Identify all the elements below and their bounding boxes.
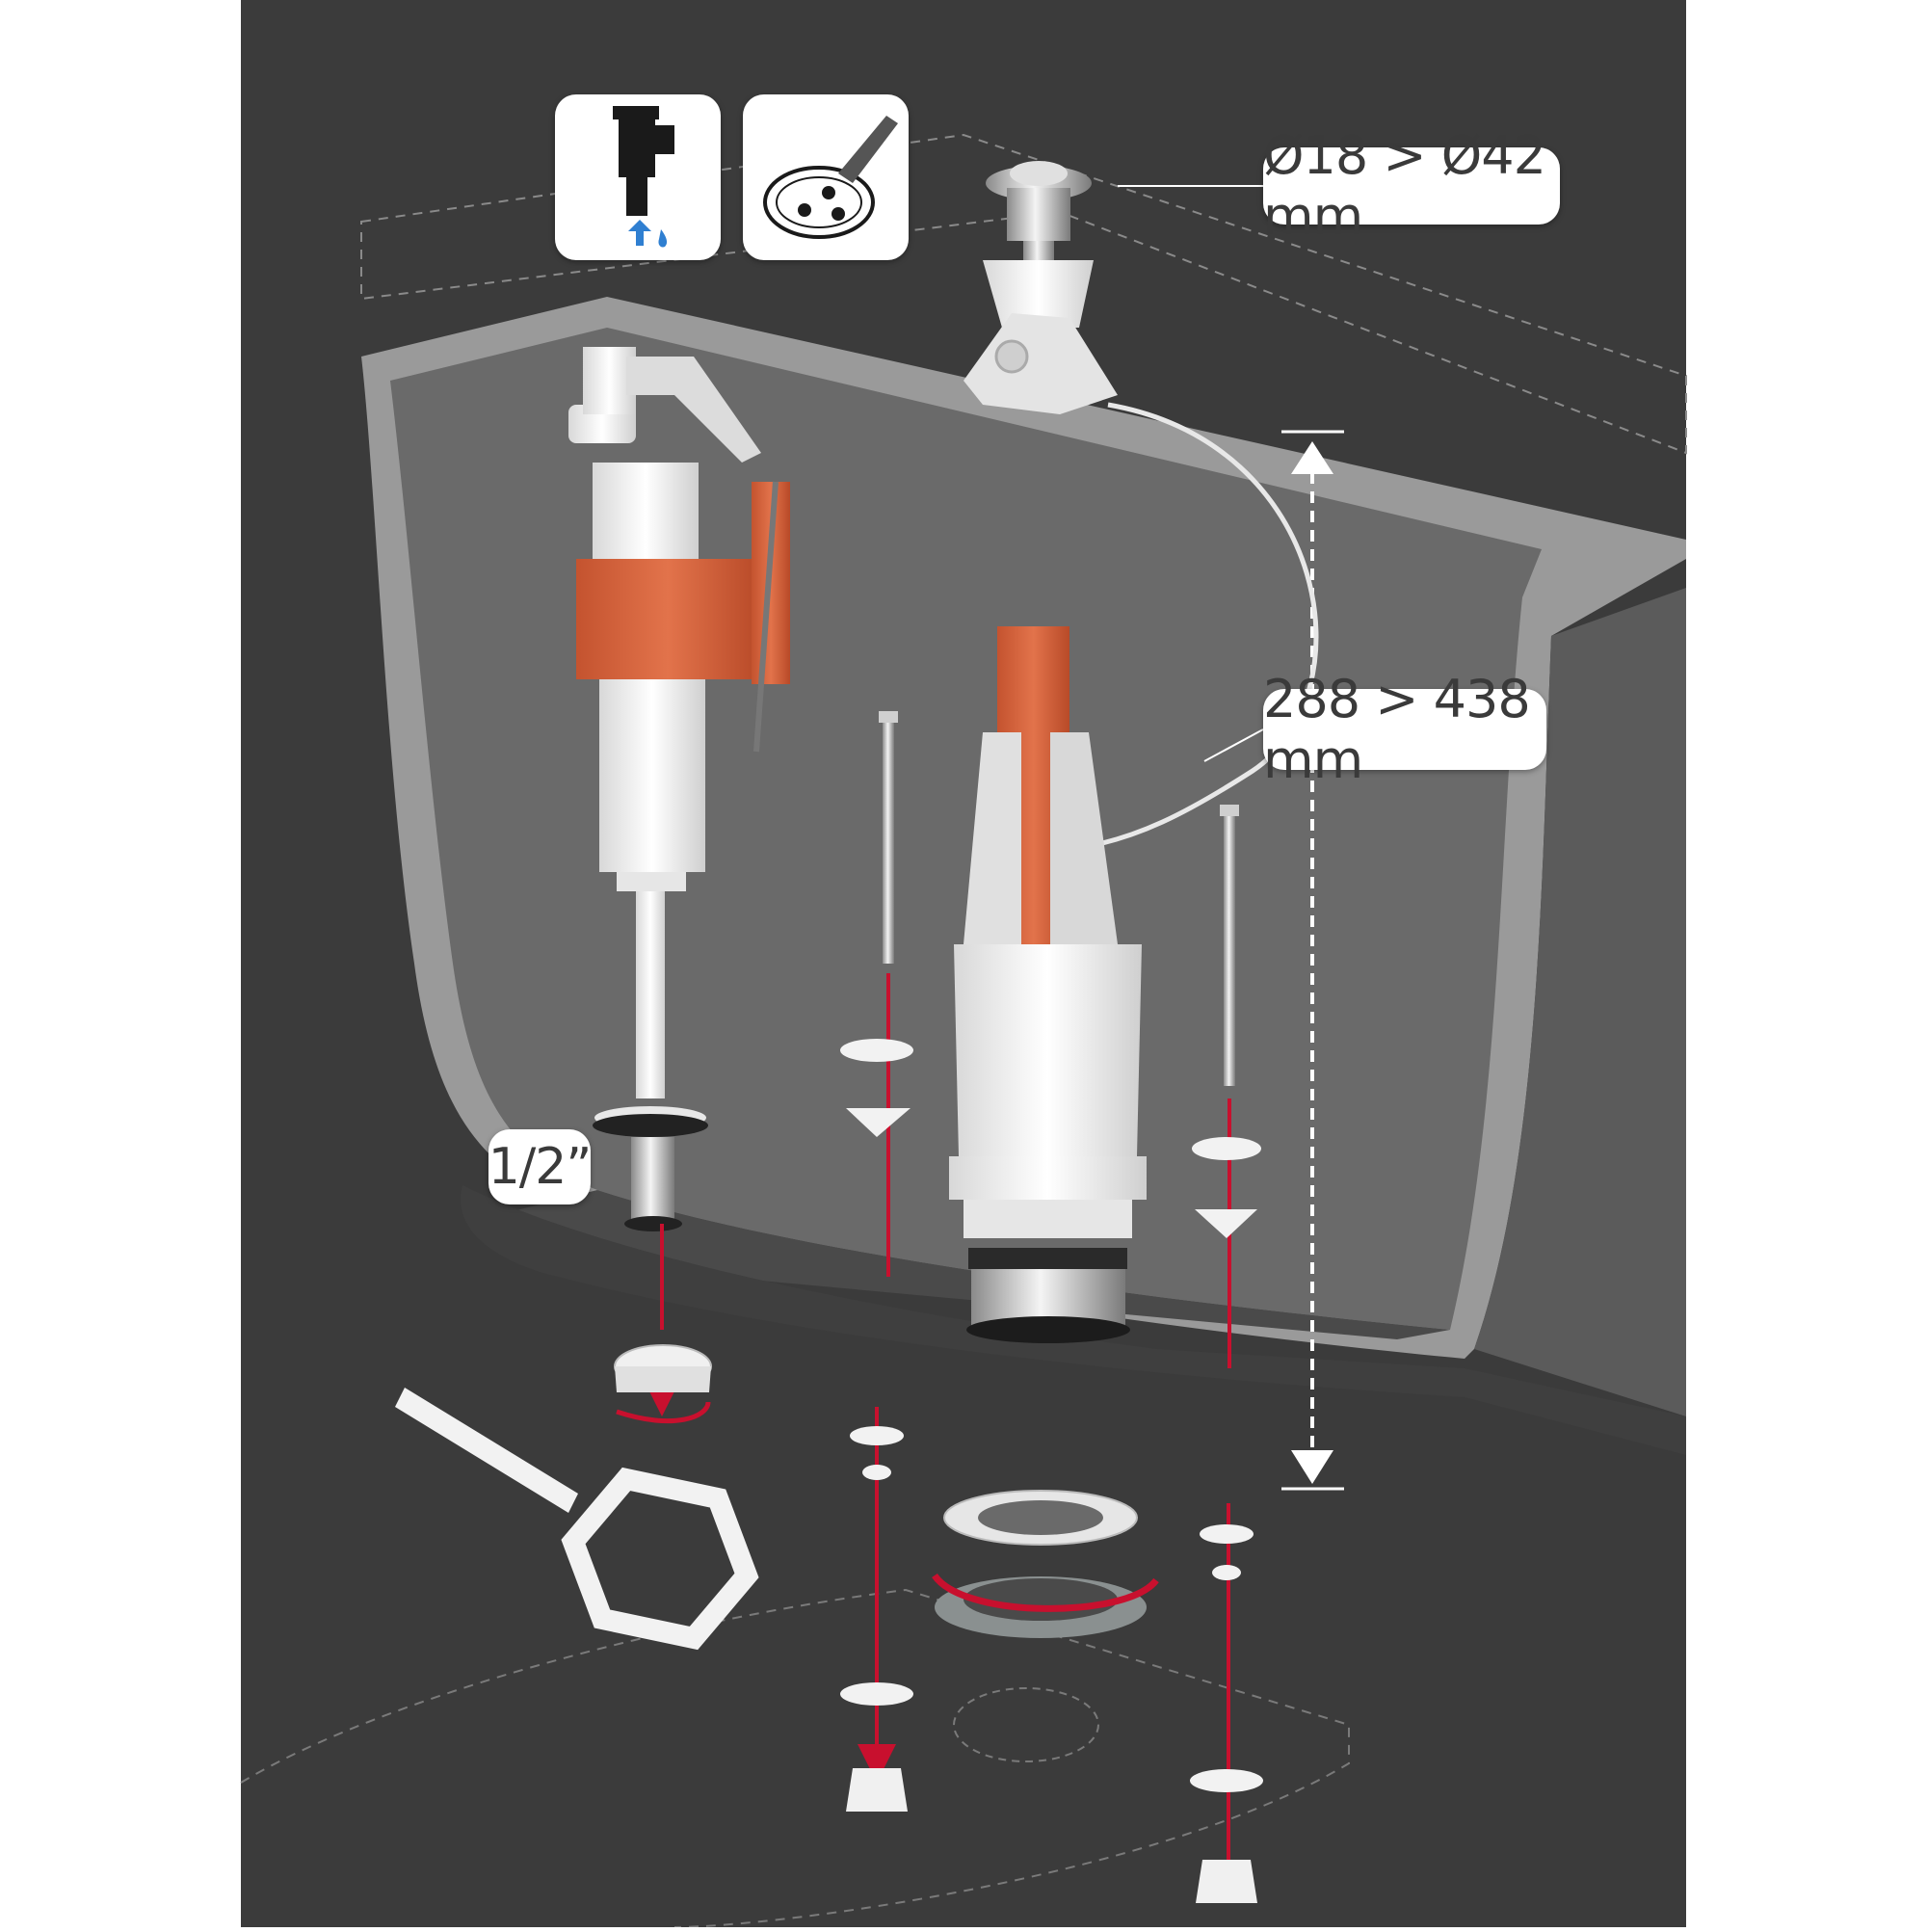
flush-valve-nut-and-gasket (932, 1490, 1159, 1638)
tank-right-face (1474, 588, 1686, 1416)
hex-wrench-tool (395, 1388, 759, 1651)
washers-outside (840, 1426, 1263, 1792)
thread-size-label: 1/2” (488, 1129, 592, 1204)
cleaning-icon-card (743, 94, 909, 260)
bottom-nuts (846, 1768, 1257, 1903)
flush-valve (949, 626, 1147, 1343)
fill-valve-icon (613, 106, 674, 248)
fill-valve (568, 347, 790, 1231)
fill-valve-symbol (613, 106, 674, 248)
fill-valve-icon-card (555, 94, 721, 260)
mounting-bolt-left (879, 711, 898, 964)
height-dimension (1281, 430, 1344, 1491)
base-outline-dashed (240, 1588, 1350, 1928)
descaling-symbol (763, 116, 898, 239)
lid-outline-dashed (360, 133, 1687, 455)
tank-bottom-face (461, 1185, 1686, 1455)
cleaning-icon (763, 116, 898, 239)
base-hole-dashed (953, 1687, 1099, 1762)
fill-valve-locknut (614, 1344, 712, 1424)
tank-floor (501, 1190, 1450, 1339)
button-diameter-label: Ø18 > Ø42 mm (1263, 125, 1560, 247)
push-button-assembly (964, 161, 1118, 414)
washers-inside (840, 1039, 1261, 1238)
mounting-bolt-right (1220, 805, 1239, 1086)
dimension-leader-height (1203, 728, 1264, 762)
height-range-label: 288 > 438 mm (1263, 669, 1546, 790)
